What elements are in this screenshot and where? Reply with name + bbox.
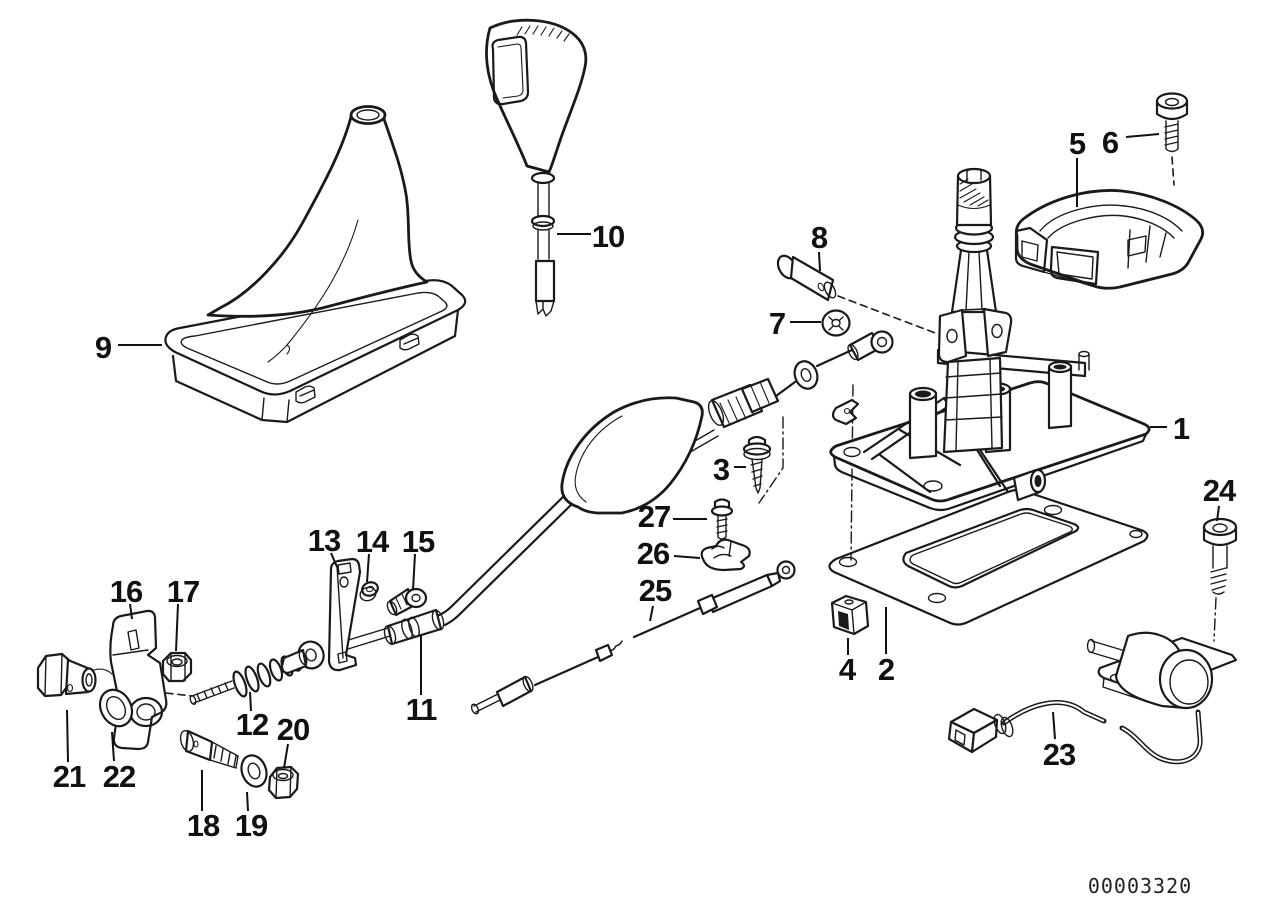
mount-post [908, 386, 938, 460]
callout-leader-8 [818, 251, 821, 272]
part-27-screw [710, 498, 734, 540]
callout-leader-17 [175, 603, 179, 652]
part-20-nut [267, 765, 300, 800]
callout-label-24: 24 [1203, 473, 1237, 508]
part-14-spring-washer [359, 581, 379, 602]
callout-leader-6 [1125, 133, 1160, 138]
callout-label-21: 21 [53, 759, 86, 794]
rod-ring-nut [280, 640, 325, 675]
part-24-bolt [1202, 517, 1238, 642]
part-1-shifter-assembly [829, 167, 1151, 561]
callout-leader-20 [283, 743, 289, 769]
part-5-cover [1014, 189, 1205, 290]
callout-leader-24 [1216, 505, 1220, 522]
callout-label-12: 12 [236, 707, 268, 742]
part-4-damper-block [830, 594, 870, 636]
callout-leader-13 [330, 552, 338, 568]
callout-label-13: 13 [308, 523, 341, 558]
part-19-washer [240, 754, 268, 788]
callout-label-27: 27 [638, 499, 670, 534]
callout-label-17: 17 [167, 574, 199, 609]
callout-label-18: 18 [187, 808, 220, 843]
callout-label-4: 4 [839, 652, 857, 687]
part-23-solenoid-cable [947, 631, 1238, 765]
callout-label-16: 16 [110, 574, 143, 609]
part-9-shift-boot [164, 105, 467, 424]
callout-leader-12 [249, 691, 252, 712]
callout-label-25: 25 [639, 573, 672, 608]
callout-label-7: 7 [769, 306, 785, 341]
callout-label-2: 2 [878, 652, 894, 687]
part-26-clip [700, 538, 751, 572]
callout-label-8: 8 [811, 220, 828, 255]
callout-label-22: 22 [103, 759, 135, 794]
callout-label-20: 20 [277, 712, 309, 747]
part-10-shift-knob [485, 18, 588, 317]
mount-post [1047, 360, 1073, 430]
callout-leader-23 [1052, 711, 1056, 740]
callout-leader-25 [649, 605, 654, 622]
part-2-gasket [828, 488, 1149, 626]
callout-leader-15 [412, 553, 416, 591]
part-13-lever-plate [327, 557, 362, 672]
part-25-cable [470, 560, 796, 715]
callout-label-9: 9 [95, 330, 112, 365]
callout-label-1: 1 [1173, 411, 1190, 446]
connector-plug [947, 707, 1014, 754]
part-17-nut [161, 651, 193, 683]
callout-label-5: 5 [1069, 126, 1086, 161]
callout-label-11: 11 [406, 692, 438, 727]
callout-label-19: 19 [235, 808, 268, 843]
callout-leader-14 [366, 553, 370, 583]
callout-label-6: 6 [1102, 125, 1119, 160]
callout-leader-16 [129, 603, 133, 620]
part-15-bolt [386, 587, 428, 617]
callout-leader-22 [111, 731, 115, 762]
drawing-number: 00003320 [1088, 874, 1192, 898]
part-22-seal-ring [98, 688, 134, 728]
part-6-screw [1155, 92, 1189, 186]
callout-leader-19 [246, 791, 249, 812]
callout-label-23: 23 [1043, 737, 1076, 772]
callout-label-15: 15 [402, 524, 435, 559]
part-11-rod-joint [344, 608, 445, 650]
selector-cable-assembly [344, 330, 894, 650]
part-8-pin [776, 254, 944, 337]
part-3-screw [742, 416, 784, 504]
part-18-bolt [179, 729, 239, 769]
part-21-bushing [36, 652, 97, 698]
callout-leader-26 [673, 555, 701, 559]
part-7-washer [821, 309, 851, 337]
callout-label-26: 26 [637, 536, 670, 571]
callout-leader-21 [66, 709, 69, 763]
callout-label-3: 3 [713, 452, 730, 487]
callout-label-10: 10 [592, 219, 624, 254]
callout-label-14: 14 [356, 524, 390, 559]
